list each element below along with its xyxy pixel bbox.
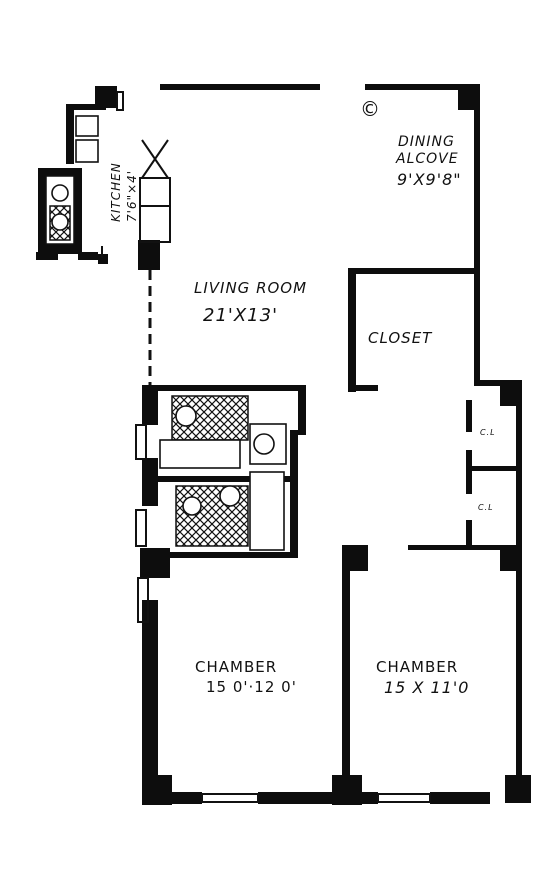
- outlet-icon: ©: [360, 97, 381, 121]
- small-closets: C.L C.L: [466, 400, 522, 550]
- closet-label: CLOSET: [368, 329, 433, 347]
- kitchen-label: KITCHEN: [109, 162, 123, 222]
- dining-label-line2: ALCOVE: [395, 151, 459, 167]
- dining-label-line1: DINING: [398, 134, 455, 150]
- bedroom-partition: [342, 545, 468, 790]
- chamber-left-label: CHAMBER: [195, 658, 277, 676]
- dining-dims: 9'X9'8": [397, 170, 462, 189]
- chamber-left-dims: 15 0'·12 0': [206, 678, 297, 696]
- outer-walls: [135, 84, 531, 805]
- kitchen: KITCHEN 7'6"×4': [36, 86, 171, 264]
- chamber-right-dims: 15 X 11'0: [384, 678, 469, 697]
- living-room-dims: 21'X13': [203, 305, 278, 326]
- closet: CLOSET: [348, 268, 478, 392]
- living-room-label: LIVING ROOM: [194, 279, 307, 297]
- closet-upper-label: C.L: [480, 428, 496, 437]
- closet-lower-label: C.L: [478, 503, 494, 512]
- bathrooms: [150, 385, 306, 558]
- kitchen-dims: 7'6"×4': [125, 170, 139, 222]
- chamber-right-label: CHAMBER: [376, 658, 458, 676]
